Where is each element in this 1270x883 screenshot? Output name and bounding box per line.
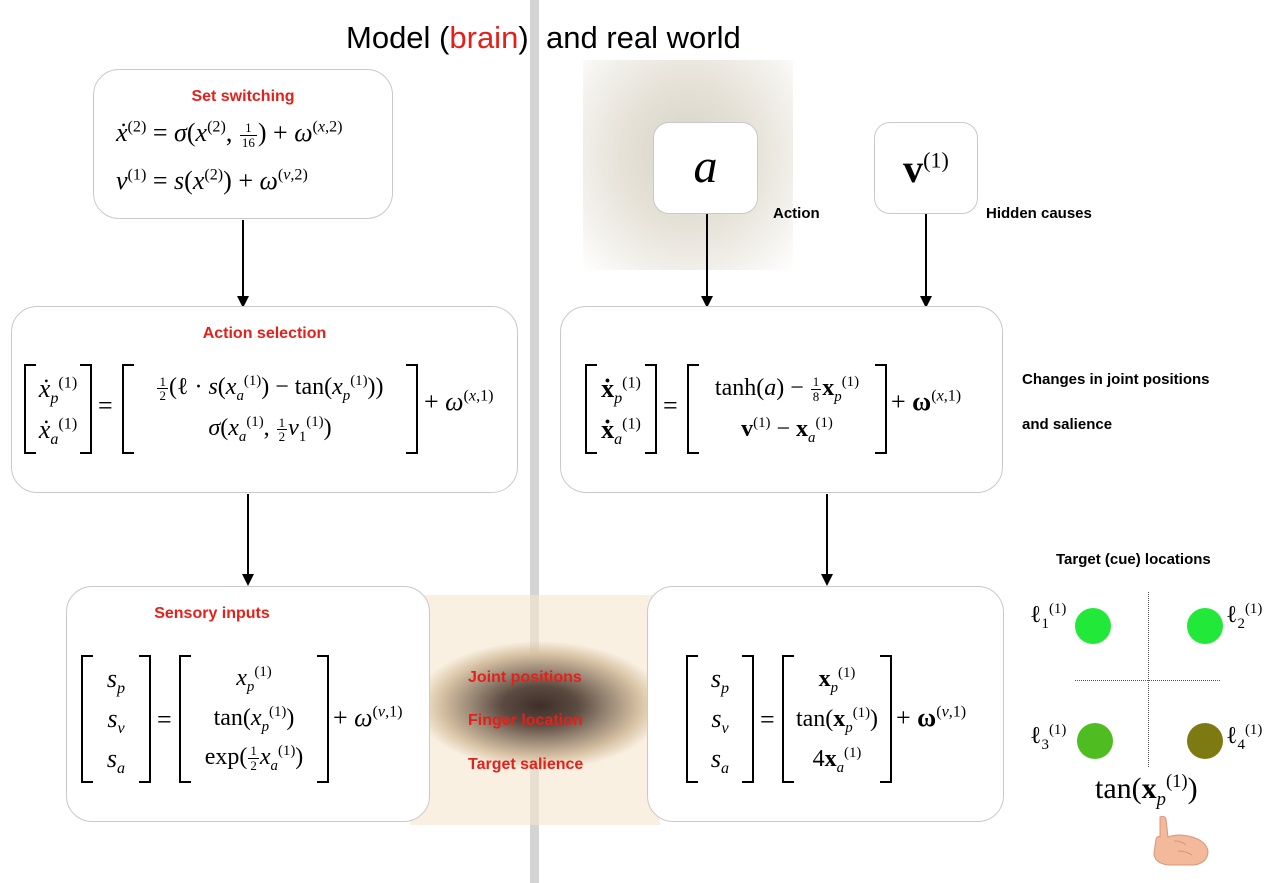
hidden-cause-v-box: v(1) xyxy=(874,122,978,214)
arrow-head-1 xyxy=(237,296,249,308)
target-3-label: ℓ3(1) xyxy=(1030,722,1067,753)
target-2-dot xyxy=(1187,608,1223,644)
arrow-head-2 xyxy=(242,574,254,586)
eye-label-joint-positions: Joint positions xyxy=(468,669,582,686)
sensory-lhs-vector: sp sv sa xyxy=(81,655,151,783)
arrow-set-to-action xyxy=(242,220,244,298)
arrow-dynamics-to-sensory xyxy=(826,494,828,576)
action-a-box: a xyxy=(653,122,758,214)
sensory-gen-noise: + ω(v,1) xyxy=(896,703,967,732)
dynamics-lhs-vector: ẋp(1) ẋa(1) xyxy=(585,364,657,454)
target-locations-title: Target (cue) locations xyxy=(1056,551,1211,568)
action-noise: + ω(x,1) xyxy=(424,387,494,416)
set-switching-title: Set switching xyxy=(191,88,295,105)
eye-image xyxy=(410,595,660,825)
header-brain-text: brain xyxy=(449,20,519,55)
arrow-head-4 xyxy=(920,296,932,308)
sensory-inputs-title: Sensory inputs xyxy=(154,605,270,622)
target-horizontal-axis xyxy=(1075,680,1220,681)
arrow-a-to-dynamics xyxy=(706,214,708,298)
action-equals: = xyxy=(98,391,113,420)
arrow-head-5 xyxy=(821,574,833,586)
arrow-v-to-dynamics xyxy=(925,214,927,298)
target-4-dot xyxy=(1187,723,1223,759)
header-real-world: and real world xyxy=(546,20,741,55)
pointing-hand-icon xyxy=(1153,815,1209,866)
center-divider xyxy=(530,0,539,883)
sensory-noise: + ω(v,1) xyxy=(333,703,403,732)
target-4-label: ℓ4(1) xyxy=(1226,722,1263,753)
finger-tan-expression: tan(xp(1)) xyxy=(1095,771,1198,810)
hidden-causes-label: Hidden causes xyxy=(986,205,1092,222)
target-vertical-axis xyxy=(1148,592,1149,767)
eye-label-target-salience: Target salience xyxy=(468,756,584,773)
sensory-inputs-box: Sensory inputs sp sv sa = xp(1) tan(xp(1… xyxy=(66,586,430,822)
changes-label-line1: Changes in joint positions xyxy=(1022,371,1210,388)
action-label: Action xyxy=(773,205,820,222)
header-model-text: Model ( xyxy=(346,20,450,55)
hidden-cause-v-symbol: v(1) xyxy=(903,146,949,191)
sensory-generative-box: sp sv sa = xp(1) tan(xp(1)) 4xa(1) + ω(v… xyxy=(647,586,1004,822)
header-paren: ) xyxy=(518,20,529,55)
header-model: Model (brain) xyxy=(346,20,529,56)
target-2-label: ℓ2(1) xyxy=(1226,601,1263,632)
action-selection-title: Action selection xyxy=(202,325,327,342)
changes-label-line2: and salience xyxy=(1022,416,1113,433)
sensory-gen-rhs-vector: xp(1) tan(xp(1)) 4xa(1) xyxy=(782,655,892,783)
action-a-symbol: a xyxy=(693,140,718,193)
target-3-dot xyxy=(1077,723,1113,759)
set-switching-eq2: v(1) = s(x(2)) + ω(v,2) xyxy=(116,166,308,195)
sensory-equals: = xyxy=(157,705,172,734)
arrow-head-3 xyxy=(701,296,713,308)
target-1-label: ℓ1(1) xyxy=(1030,601,1067,632)
dynamics-noise: + ω(x,1) xyxy=(891,387,962,416)
dynamics-equals: = xyxy=(663,391,678,420)
eye-label-finger-location: Finger location xyxy=(468,712,583,729)
arrow-action-to-sensory xyxy=(247,494,249,576)
target-1-dot xyxy=(1075,608,1111,644)
action-lhs-vector: ẋp(1) ẋa(1) xyxy=(24,364,92,454)
sensory-gen-lhs-vector: sp sv sa xyxy=(686,655,754,783)
sensory-gen-equals: = xyxy=(760,705,775,734)
